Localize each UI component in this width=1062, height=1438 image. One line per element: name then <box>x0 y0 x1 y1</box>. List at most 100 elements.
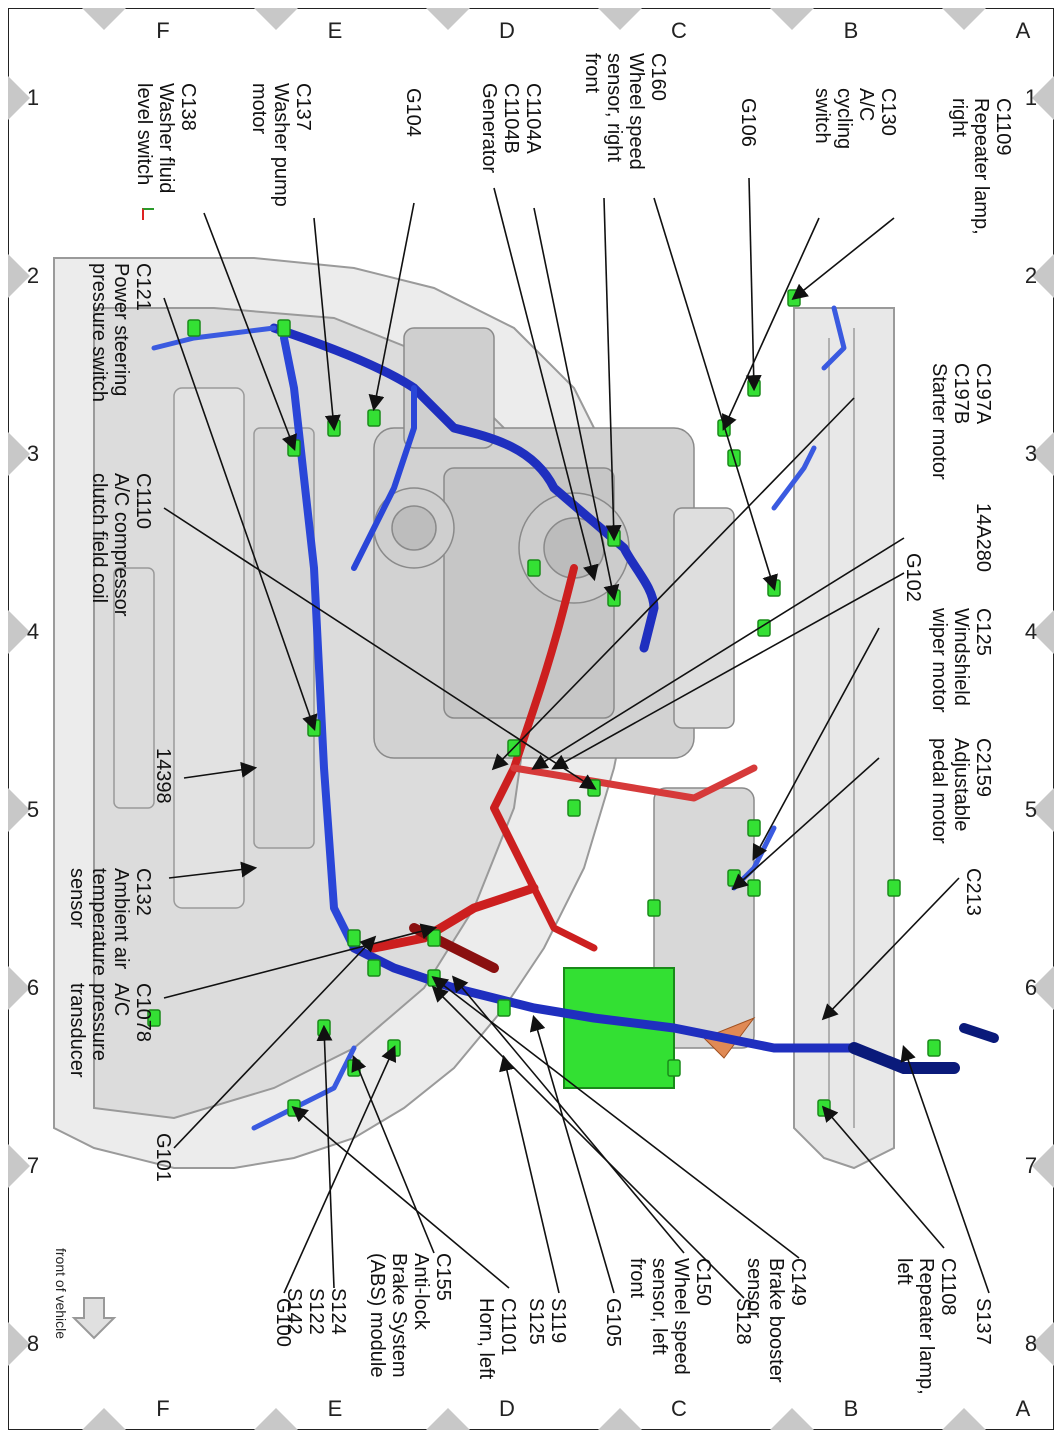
callout-c160: C160 Wheel speed sensor, right front <box>581 53 669 170</box>
callout-g105: G105 <box>602 1298 624 1347</box>
border-diamond <box>82 1408 126 1430</box>
border-diamond <box>942 8 986 30</box>
border-diamond <box>8 966 30 1010</box>
border-diamond <box>254 1408 298 1430</box>
border-diamond <box>8 610 30 654</box>
callout-g104: G104 <box>402 88 424 137</box>
border-diamond <box>598 8 642 30</box>
grid-col-label: 6 <box>1024 975 1038 1000</box>
leader-line <box>431 976 800 1259</box>
leader-line <box>493 187 599 582</box>
grid-col-label: 6 <box>26 975 40 1000</box>
leader-line <box>163 923 438 999</box>
border-diamond <box>1032 966 1054 1010</box>
grid-col-label: 5 <box>26 797 40 822</box>
grid-col-label: 7 <box>26 1153 40 1178</box>
front-of-vehicle-label: front of vehicle <box>53 1248 69 1340</box>
leader-line <box>499 1054 560 1294</box>
callout-14a280: 14A280 <box>972 503 994 572</box>
leader-line <box>491 397 855 771</box>
leader-lines <box>163 177 990 1299</box>
callout-s128: S128 <box>732 1298 754 1345</box>
leader-line <box>163 507 597 790</box>
callout-c1101: C1101 Horn, left <box>475 1298 519 1380</box>
grid-col-label: 2 <box>26 263 40 288</box>
grid-row-label: E <box>327 18 343 43</box>
grid-col-label: 5 <box>1024 797 1038 822</box>
leader-line <box>316 1024 335 1289</box>
grid-col-label: 1 <box>26 85 40 110</box>
callout-g102: G102 <box>902 553 924 602</box>
connector <box>277 319 291 337</box>
border-diamond <box>8 1144 30 1188</box>
callout-c150: C150 Wheel speed sensor, left front <box>626 1258 714 1375</box>
leader-line <box>183 761 258 779</box>
leader-line <box>168 861 258 879</box>
leader-line <box>745 177 762 392</box>
grid-col-label: 7 <box>1024 1153 1038 1178</box>
callout-c138: C138 Washer fluid level switch <box>133 83 199 194</box>
callout-c1078: C1078 A/C pressure transducer <box>66 983 154 1078</box>
connector <box>367 959 381 977</box>
leader-line <box>203 212 297 451</box>
leader-line <box>313 217 341 432</box>
callout-c1108: C1108 Repeater lamp, left <box>893 1258 959 1395</box>
border-diamond <box>426 1408 470 1430</box>
connector <box>147 1009 161 1027</box>
connector <box>567 799 581 817</box>
border-diamond <box>8 1322 30 1366</box>
border-diamond <box>8 76 30 120</box>
border-diamond <box>1032 432 1054 476</box>
grid-col-label: 3 <box>1024 441 1038 466</box>
callout-c213: C213 <box>962 868 984 916</box>
grid-col-label: 4 <box>1024 619 1038 644</box>
connector <box>427 929 441 947</box>
grid-col-label: 8 <box>26 1331 40 1356</box>
callout-c121: C121 Power steering pressure switch <box>88 263 154 402</box>
callout-g106: G106 <box>737 98 759 147</box>
grid-row-label: B <box>843 18 859 43</box>
legend-mark <box>142 208 154 220</box>
border-diamond <box>8 254 30 298</box>
connector <box>527 559 541 577</box>
engine-block <box>373 327 755 1049</box>
border-diamond <box>598 1408 642 1430</box>
leader-line <box>531 537 905 770</box>
callout-c130: C130 A/C cycling switch <box>811 88 899 150</box>
border-diamond <box>254 8 298 30</box>
grid-row-label: E <box>327 1396 343 1421</box>
callout-c132: C132 Ambient air temperature sensor <box>66 868 154 976</box>
callout-c1104: C1104A C1104B Generator <box>478 83 544 174</box>
callout-s137: S137 <box>972 1298 994 1345</box>
callout-g100: G100 <box>272 1298 294 1347</box>
grid-row-label: B <box>843 1396 859 1421</box>
border-diamond <box>1032 610 1054 654</box>
connector <box>747 879 761 897</box>
leader-line <box>351 1055 435 1254</box>
connector <box>497 999 511 1017</box>
callout-c1110: C1110 A/C compressor clutch field coil <box>88 473 154 617</box>
leader-line <box>752 627 880 861</box>
leader-line <box>603 197 622 542</box>
callout-c137: C137 Washer pump motor <box>248 83 314 207</box>
border-diamond <box>1032 254 1054 298</box>
callout-c2159: C2159 Adjustable pedal motor <box>928 738 994 844</box>
border-diamond <box>426 8 470 30</box>
leader-line <box>163 297 318 732</box>
leader-line <box>291 1105 510 1289</box>
callout-c155: C155 Anti-lock Brake System (ABS) module <box>366 1253 454 1378</box>
connector <box>747 819 761 837</box>
grid-col-label: 4 <box>26 619 40 644</box>
leader-line <box>451 975 685 1254</box>
grid-col-label: 8 <box>1024 1331 1038 1356</box>
leader-line <box>533 207 620 602</box>
blue-harness <box>151 305 999 1131</box>
connector <box>887 879 901 897</box>
border-diamond <box>8 788 30 832</box>
leader-line <box>368 202 415 412</box>
grid-row-label: D <box>499 1396 515 1421</box>
border-diamond <box>8 432 30 476</box>
callout-g101: G101 <box>152 1133 174 1182</box>
